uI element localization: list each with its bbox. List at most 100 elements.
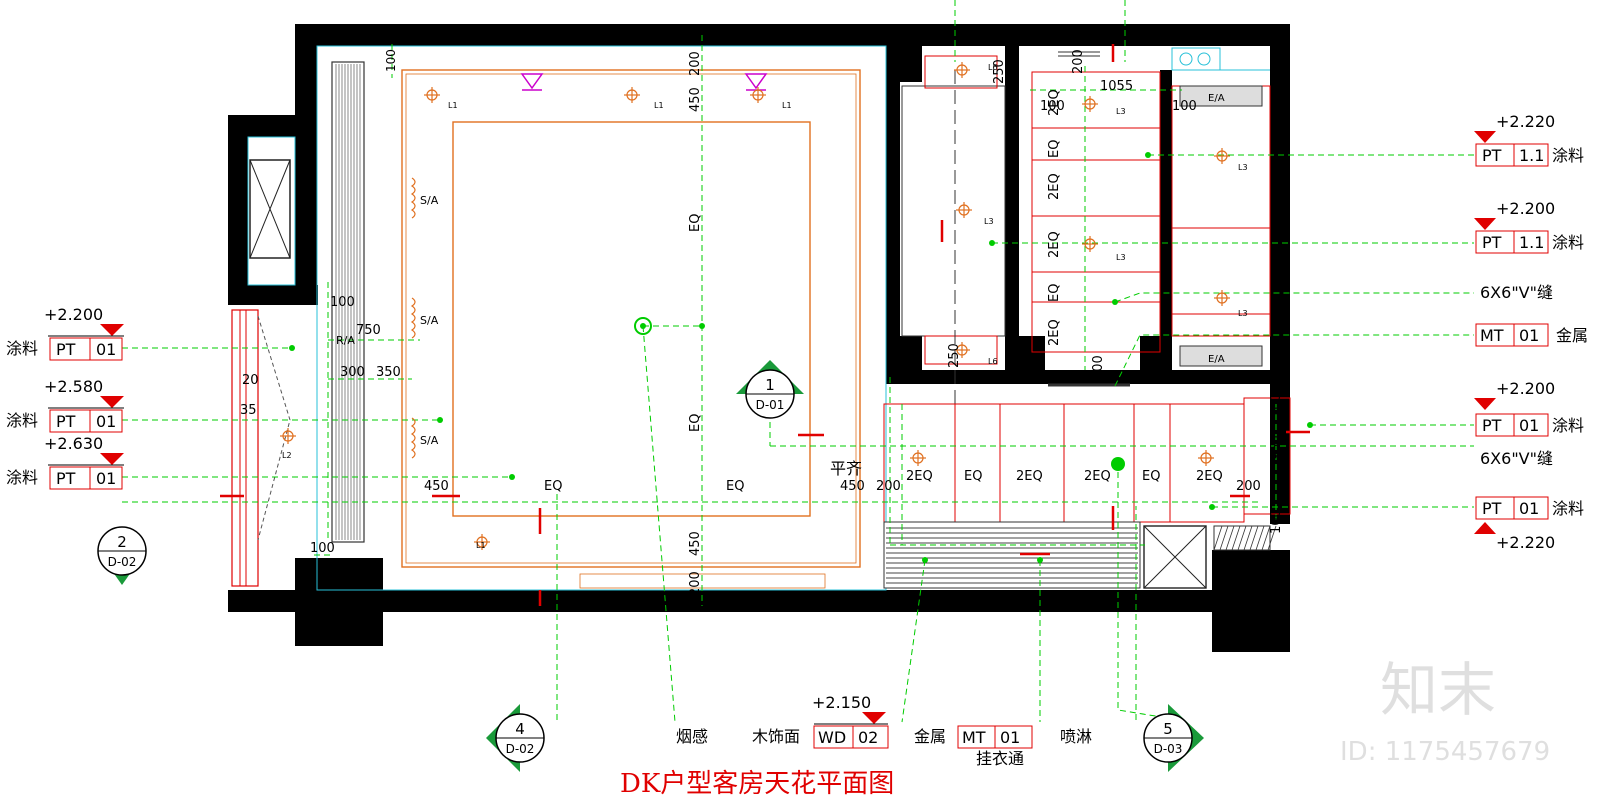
elevation-marker-icon [1474,398,1496,410]
tag-material: 涂料 [6,468,38,487]
eq-label: 2EQ [1047,173,1062,200]
bath-ceiling [901,47,1271,387]
wall-left-upper [295,24,317,304]
dim-text: 300 [340,365,365,380]
sa-grille [410,177,416,219]
column-left [295,558,383,646]
tag-elevation: +2.200 [44,305,103,324]
dim-text: 100 [330,295,355,310]
tag-elevation: +2.220 [1496,112,1555,131]
tag-elevation: +2.220 [1496,533,1555,552]
hatch-line [1249,525,1259,551]
eq-label: 2EQ [1196,469,1223,484]
dot [1307,422,1313,428]
ceiling-outer [401,69,861,568]
dot [437,417,443,423]
tag-code: MT [1480,326,1504,345]
dim-text: 250 [947,343,962,368]
light-label: L1 [476,541,486,550]
wall-bath-bottom [886,370,1270,384]
sa-label: S/A [420,434,439,447]
dim-text: 450 [424,479,449,494]
dot [989,240,995,246]
dim-text: 100 [384,49,398,72]
flush-label: 平齐 [830,459,862,478]
left-tag: +2.200 涂料 PT 01 [6,305,124,361]
eq-label: 2EQ [1016,469,1043,484]
bath-niche-top [924,55,998,89]
eq-label: EQ [1142,469,1160,484]
dim-text: 20 [242,373,259,388]
light-label: L1 [448,101,458,110]
wall-notch-2 [900,336,922,376]
light-label: L6 [988,357,998,366]
light-label: L3 [1238,163,1248,172]
ceiling-recess [452,121,811,517]
eq-label: 2EQ [1047,231,1062,258]
cut-marks [220,44,1310,606]
ea-label: E/A [1208,354,1225,365]
section-ref: D-02 [506,742,535,756]
eq-label: EQ [964,469,982,484]
v-groove-note: 6X6"V"缝 [1480,283,1553,302]
balcony-outline [247,136,296,286]
eq-label: 2EQ [1047,319,1062,346]
column-right [1212,550,1290,652]
curtain-symbol-icon [744,73,768,91]
bath-slats [1032,127,1270,315]
dot [1209,504,1215,510]
dim-text: 100 [1269,393,1284,418]
dim-text: 100 [310,541,335,556]
wood-label: 木饰面 [752,727,800,746]
tag-num: 01 [1519,326,1539,345]
curtain-hatch [335,64,361,540]
elevation-marker-icon [1474,522,1496,534]
dim-text: 450 [688,87,703,112]
wall-right [1270,24,1290,524]
curtain-track [331,61,365,543]
sa-label: S/A [420,194,439,207]
tag-material: 涂料 [1552,416,1584,435]
dim-text: 100 [1040,99,1065,114]
wall-balcony-bottom [228,285,318,305]
tag-box [49,466,123,490]
dim-text: 100 [1172,99,1197,114]
tag-box [1475,323,1549,347]
bottom-labels: 烟感 +2.150 木饰面 WD 02 金属 MT 01 挂衣通 喷淋 [676,693,1092,768]
light-label: L6 [988,63,998,72]
dim-text: 950 [1269,435,1284,460]
tag-code: MT [962,728,986,747]
bath-niche-bottom [924,335,998,365]
dot [289,345,295,351]
tag-code: PT [1482,233,1502,252]
wall-bath-left [886,46,900,376]
metal-label: 金属 [914,727,946,746]
dim-text: 1055 [1100,79,1133,94]
elevation-marker-icon [1474,131,1496,143]
tag-code: PT [56,412,76,431]
smoke-detector-core [640,323,646,329]
dot [1037,557,1043,563]
tag-box [49,409,123,433]
wall-balcony-left [228,115,248,305]
wall-top [295,24,1290,46]
leader-lines [122,0,1474,723]
tag-box [1475,413,1549,437]
tag-box [1475,230,1549,254]
dim-text: 100 [1269,509,1284,534]
closet-floor [883,521,1277,589]
elevation-marker-icon [100,453,124,465]
light-label: L3 [1116,107,1126,116]
dim-text: EQ [688,214,703,232]
shower-area [901,85,1006,337]
section-marker-2: 2 D-02 [97,526,147,585]
hatch-line [1267,525,1277,551]
balcony-box [249,159,291,259]
hatch-line [1255,525,1265,551]
left-material-tags: +2.200 涂料 PT 01 +2.580 涂料 PT 01 +2.630 涂… [6,305,124,490]
sa-grille [410,417,416,459]
hatched-block [1213,525,1271,551]
